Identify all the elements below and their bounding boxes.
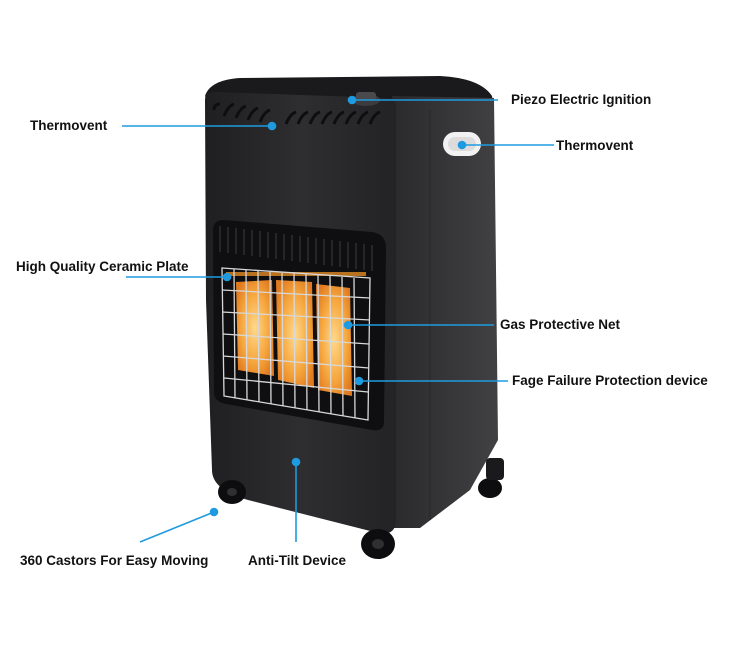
label-failure-protection: Fage Failure Protection device [512,373,708,388]
label-thermovent-side: Thermovent [556,138,634,153]
label-ceramic-plate: High Quality Ceramic Plate [16,259,189,274]
castor-wheels [218,458,504,559]
label-thermovent-top: Thermovent [30,118,108,133]
heater-cabinet [205,76,504,559]
protective-net [221,267,371,421]
label-castors: 360 Castors For Easy Moving [20,553,208,568]
label-piezo-ignition: Piezo Electric Ignition [511,92,651,107]
top-vent-grille [212,102,381,125]
label-gas-protective-net: Gas Protective Net [500,317,621,332]
leader-lines [122,95,554,543]
label-anti-tilt: Anti-Tilt Device [248,553,347,568]
cabinet-side-panel [392,96,498,528]
